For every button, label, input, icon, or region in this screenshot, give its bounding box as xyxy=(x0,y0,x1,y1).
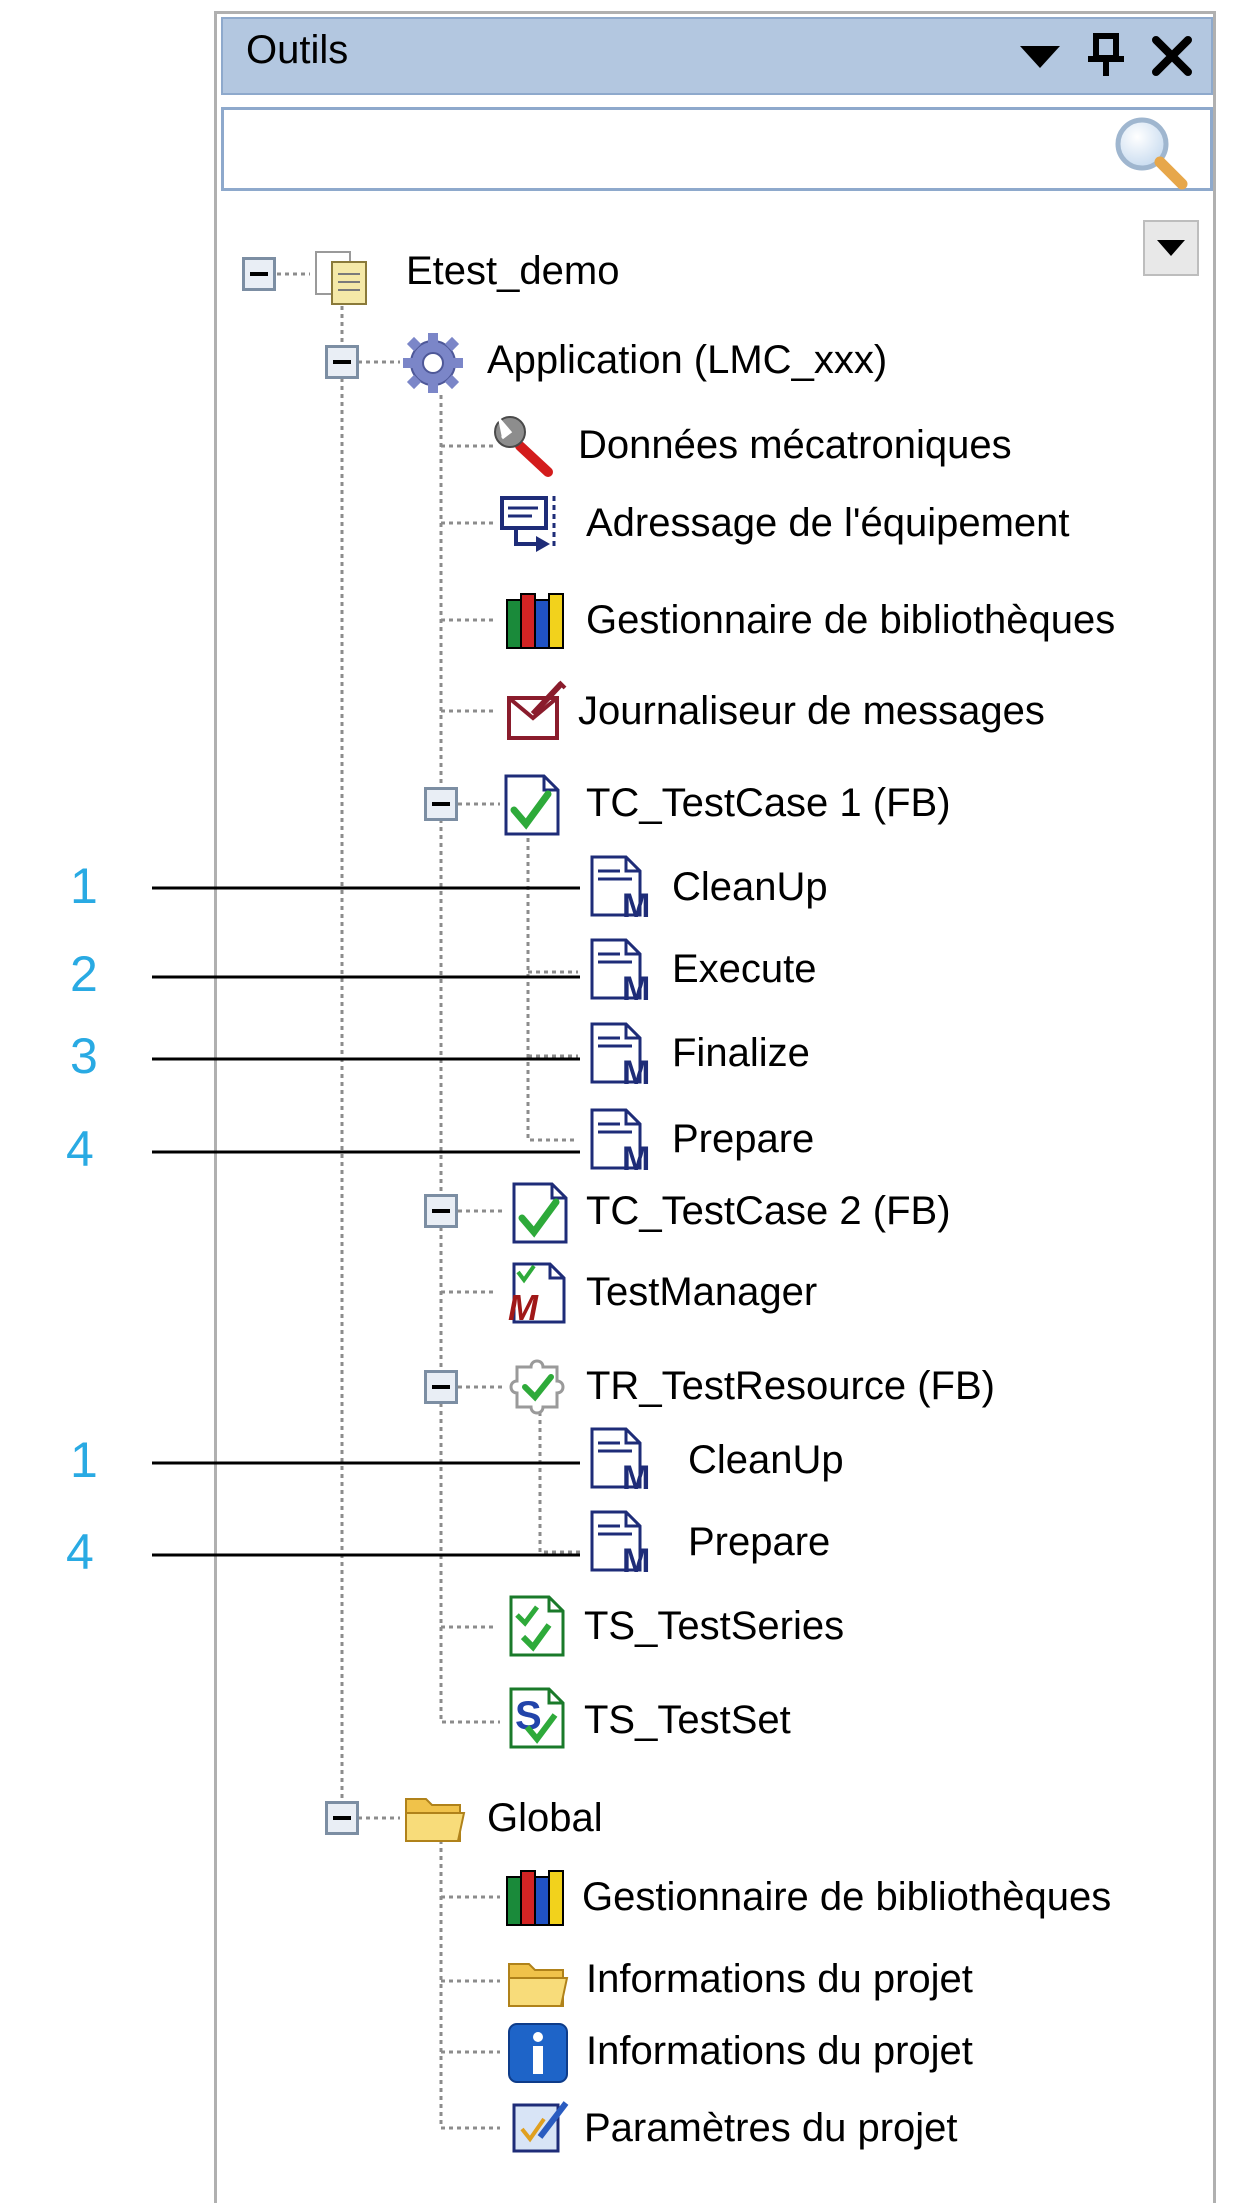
tree-item-project-info-folder[interactable]: Informations du projet xyxy=(586,1957,973,2001)
tree-item-message-logger[interactable]: Journaliseur de messages xyxy=(578,689,1045,733)
tree-item-device-addressing[interactable]: Adressage de l'équipement xyxy=(586,501,1070,545)
tree-item-method-prepare[interactable]: Prepare xyxy=(672,1117,815,1161)
tree-item-testcase1[interactable]: TC_TestCase 1 (FB) xyxy=(586,781,951,825)
info-icon xyxy=(508,2023,568,2083)
svg-text:M: M xyxy=(508,1287,539,1326)
folder-icon xyxy=(405,1798,466,1842)
collapse-toggle-testcase1[interactable] xyxy=(424,787,458,821)
method-icon: M xyxy=(590,1022,650,1086)
callout-number: 4 xyxy=(66,1524,94,1580)
pin-icon[interactable] xyxy=(1082,30,1130,80)
collapse-toggle-global[interactable] xyxy=(325,1801,359,1835)
tree-item-global-library-manager[interactable]: Gestionnaire de bibliothèques xyxy=(582,1875,1112,1919)
svg-text:M: M xyxy=(622,887,650,919)
dropdown-arrow-icon[interactable] xyxy=(1016,30,1064,80)
collapse-toggle-root[interactable] xyxy=(242,257,276,291)
method-icon: M xyxy=(590,938,650,1002)
tree-item-global[interactable]: Global xyxy=(487,1796,603,1840)
callout-number: 1 xyxy=(70,1432,98,1488)
test-set-icon: S xyxy=(509,1687,565,1749)
svg-text:M: M xyxy=(622,970,650,1002)
wrench-icon xyxy=(494,416,553,477)
search-box xyxy=(221,107,1213,191)
testcase-check-icon xyxy=(504,774,560,836)
method-icon: M xyxy=(590,855,650,919)
search-icon[interactable] xyxy=(1110,112,1190,192)
library-books-icon xyxy=(506,593,564,649)
tree-item-method-cleanup[interactable]: CleanUp xyxy=(672,865,828,909)
tree-item-project-info[interactable]: Informations du projet xyxy=(586,2029,973,2073)
svg-text:M: M xyxy=(622,1542,650,1574)
method-icon: M xyxy=(590,1108,650,1172)
project-settings-icon xyxy=(512,2101,569,2153)
method-icon: M xyxy=(590,1427,650,1491)
message-logger-icon xyxy=(507,680,567,740)
svg-text:M: M xyxy=(622,1140,650,1172)
options-dropdown[interactable] xyxy=(1143,220,1199,276)
callout-number: 4 xyxy=(66,1121,94,1177)
testmanager-icon: M xyxy=(508,1262,566,1326)
project-icon xyxy=(315,251,367,305)
panel-title: Outils xyxy=(246,28,349,72)
tree-item-application[interactable]: Application (LMC_xxx) xyxy=(487,338,888,382)
tree-item-method-prepare[interactable]: Prepare xyxy=(688,1520,831,1564)
tree-item-testcase2[interactable]: TC_TestCase 2 (FB) xyxy=(586,1189,951,1233)
collapse-toggle-application[interactable] xyxy=(325,345,359,379)
svg-text:M: M xyxy=(622,1054,650,1086)
collapse-toggle-testresource[interactable] xyxy=(424,1370,458,1404)
gear-icon xyxy=(403,333,463,393)
tree-item-method-execute[interactable]: Execute xyxy=(672,947,817,991)
callout-number: 1 xyxy=(70,858,98,914)
device-addressing-icon xyxy=(500,496,556,552)
tree-item-library-manager[interactable]: Gestionnaire de bibliothèques xyxy=(586,598,1116,642)
tree-item-project-settings[interactable]: Paramètres du projet xyxy=(584,2106,958,2150)
svg-text:M: M xyxy=(622,1459,650,1491)
callout-number: 3 xyxy=(70,1028,98,1084)
tree-item-testresource[interactable]: TR_TestResource (FB) xyxy=(586,1364,995,1408)
collapse-toggle-testcase2[interactable] xyxy=(424,1194,458,1228)
tools-panel xyxy=(214,11,1216,2203)
folder-icon xyxy=(508,1963,569,2007)
method-icon: M xyxy=(590,1510,650,1574)
search-input[interactable] xyxy=(232,118,1086,180)
tree-item-mechatronics[interactable]: Données mécatroniques xyxy=(578,423,1012,467)
library-books-icon xyxy=(506,1870,564,1926)
test-resource-puzzle-icon xyxy=(509,1359,565,1415)
tree-item-testset[interactable]: TS_TestSet xyxy=(584,1698,791,1742)
tree-item-testmanager[interactable]: TestManager xyxy=(586,1270,818,1314)
callout-number: 2 xyxy=(70,946,98,1002)
test-series-icon xyxy=(509,1595,565,1657)
tree-item-testseries[interactable]: TS_TestSeries xyxy=(584,1604,845,1648)
chevron-down-icon xyxy=(1157,240,1185,256)
testcase-check-icon xyxy=(512,1182,568,1244)
close-icon[interactable] xyxy=(1148,30,1196,80)
tree-item-method-finalize[interactable]: Finalize xyxy=(672,1031,810,1075)
tree-item-root[interactable]: Etest_demo xyxy=(406,249,620,293)
tree-item-method-cleanup[interactable]: CleanUp xyxy=(688,1438,844,1482)
